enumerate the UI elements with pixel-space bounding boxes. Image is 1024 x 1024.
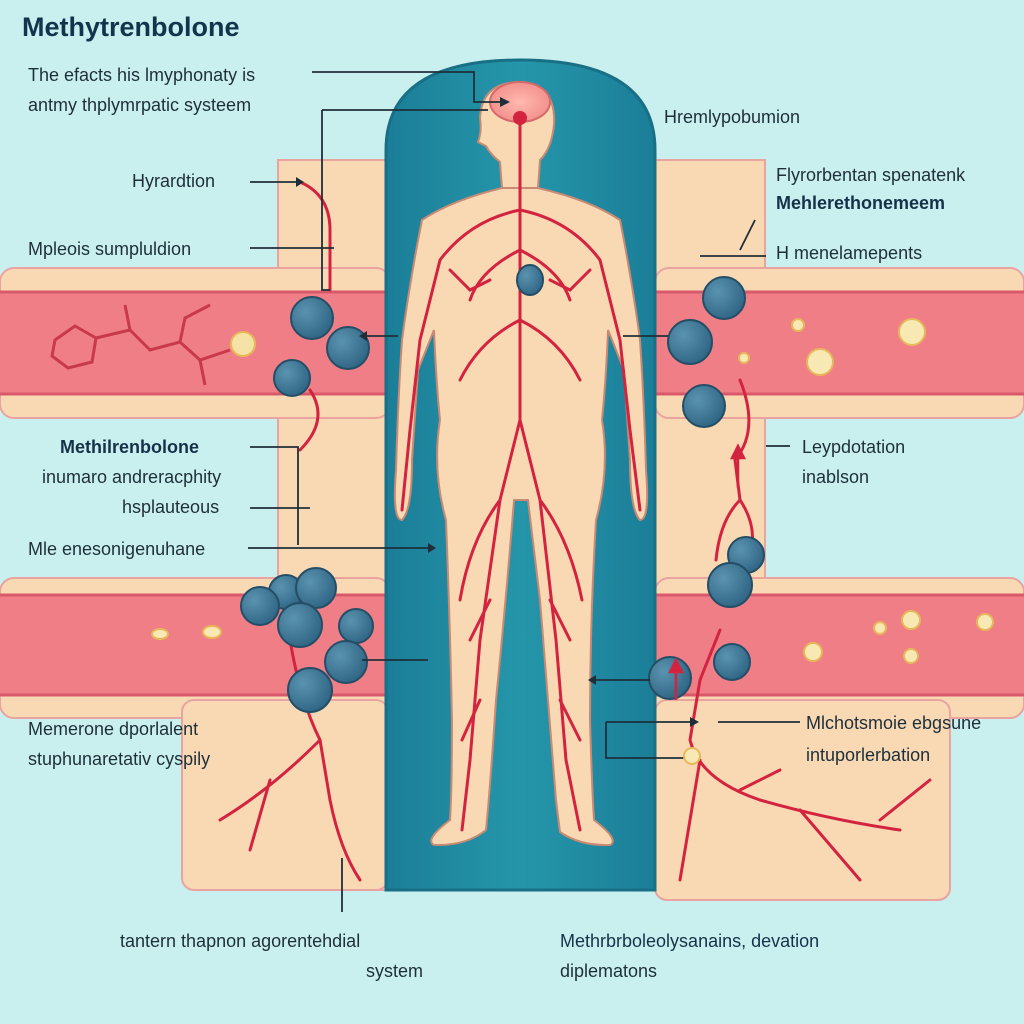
label-mlchot-line1: Mlchotsmoie ebgsune [806,713,982,733]
label-methil-line1: Methilrenbolone [60,437,199,457]
label-bottom-right-line2: diplematons [560,961,658,981]
molecule-structure-icon [50,303,231,386]
label-flyrob-line2: Mehlerethonemeem [776,193,946,213]
label-leyp-line1: Leypdotation [802,437,906,457]
label-top-left-line2: antmy thplymrpatic systeem [28,95,252,115]
label-top-right: Hremlypobumion [664,107,801,127]
right-tissue-panel [654,159,1024,901]
diagram-title: Methytrenbolone [22,12,240,42]
lipid-droplet [230,331,256,357]
label-mle: Mle enesonigenuhane [28,539,206,559]
label-memerone-line2: stuphunaretativ cyspily [28,749,211,769]
label-memerone-line1: Memerone dporlalent [28,719,199,739]
lipid-droplets-left [151,625,222,640]
label-methil-line2: inumaro andreracphity [42,467,222,487]
brain-center-node [513,111,527,125]
label-mlchot-line2: intuporlerbation [806,745,931,765]
label-hyrdation: Hyrardtion [132,171,216,191]
label-flyrob-line1: Flyrorbentan spenatenk [776,165,966,185]
lipid-droplets-right [738,318,994,664]
flow-arrow-icons [667,443,747,700]
label-mpleois: Mpleois sumpluldion [28,239,192,259]
vascular-system [400,118,642,832]
leader-lines [248,71,800,912]
tissue-vessel-branches [218,180,932,882]
heart-icon [516,264,544,296]
label-tantern-line2: system [366,961,424,981]
lower-right-vessel [655,593,1024,697]
label-tantern-line1: tantern thapnon agorentehdial [120,931,361,951]
label-bottom-right-line1: Methrbrboleolysanains, devation [560,931,820,951]
label-methil-line3: hsplauteous [122,497,220,517]
label-leyp-line2: inablson [802,467,870,487]
leader-arrowheads [296,97,699,727]
lymph-nodes [240,276,765,713]
label-h-menela: H menelamepents [776,243,923,263]
small-droplet-icon [683,747,701,765]
label-top-left-line1: The efacts his lmyphonaty is [28,65,256,85]
